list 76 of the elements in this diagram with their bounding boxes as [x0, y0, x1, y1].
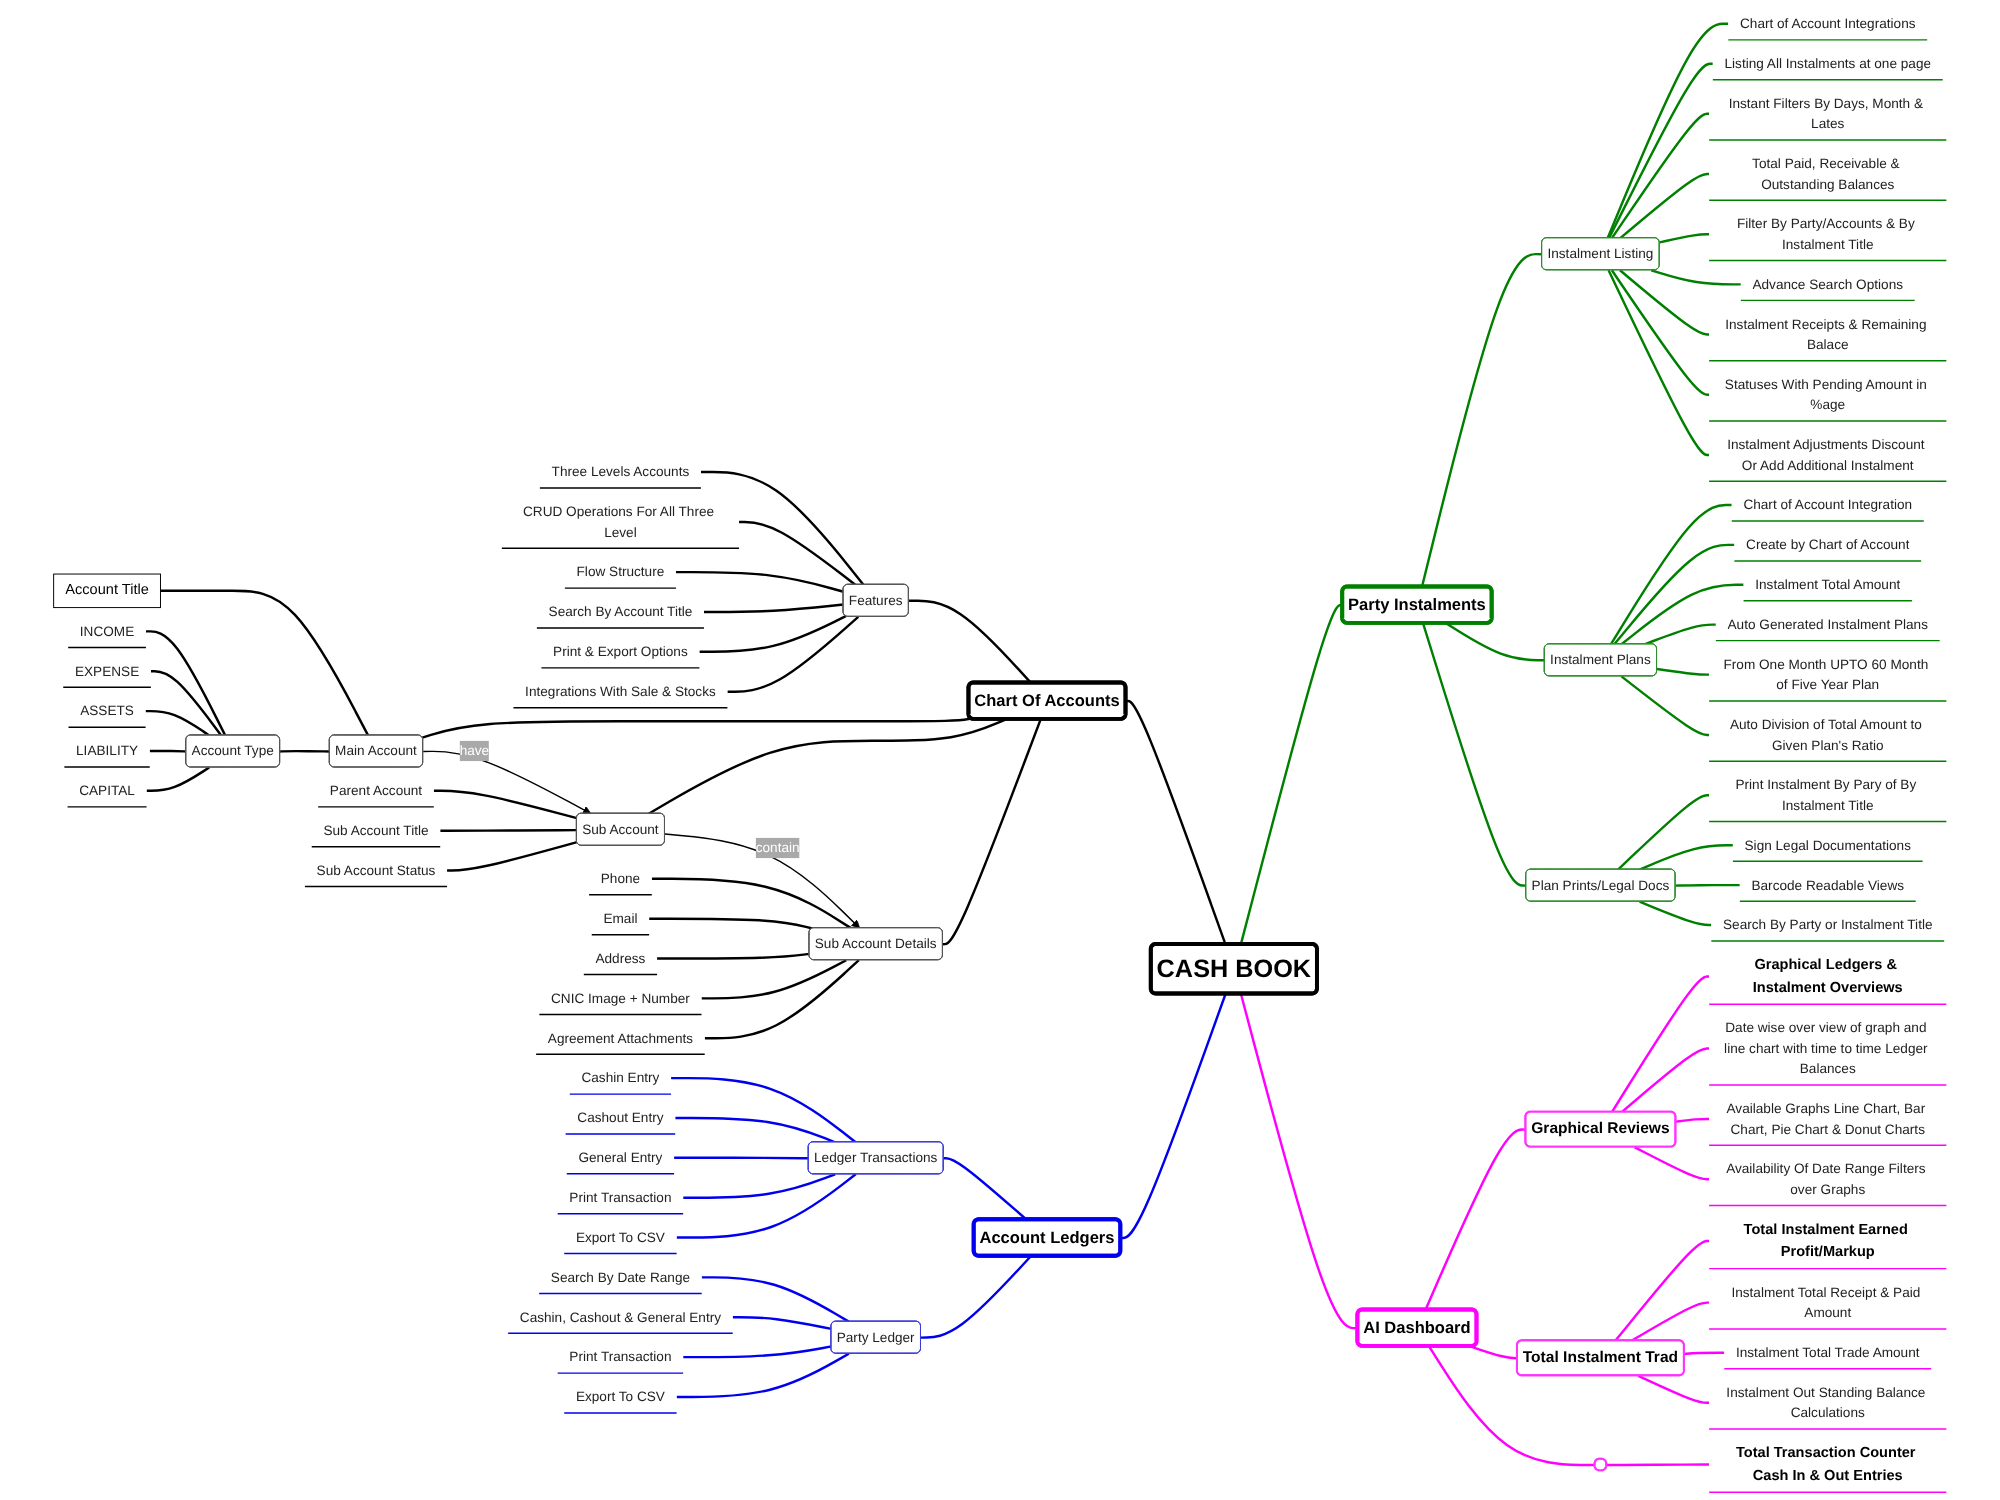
connector — [683, 1173, 836, 1199]
connector — [1606, 22, 1729, 239]
connector — [1610, 269, 1710, 396]
connector — [1120, 993, 1227, 1240]
connector — [1639, 900, 1712, 927]
connector — [146, 766, 210, 793]
connector — [1614, 1239, 1710, 1342]
connector — [699, 615, 847, 654]
connector — [1445, 622, 1545, 662]
connector — [433, 789, 578, 820]
connector — [1656, 667, 1710, 676]
connector — [1675, 1117, 1710, 1123]
connector — [703, 603, 844, 614]
connector — [1617, 794, 1710, 871]
connector — [908, 599, 1032, 684]
connector — [1609, 503, 1732, 645]
connector — [920, 1255, 1032, 1339]
connector — [1420, 252, 1543, 588]
connector — [1424, 1128, 1526, 1311]
connector — [683, 1345, 832, 1359]
connector — [704, 959, 860, 1040]
connector — [1421, 623, 1527, 887]
connector — [150, 670, 223, 737]
connector — [671, 1076, 857, 1144]
connector — [1610, 975, 1710, 1113]
connector — [440, 828, 577, 832]
connector — [701, 1276, 850, 1323]
connector — [1620, 1047, 1710, 1114]
connector — [1607, 269, 1710, 457]
connector — [1239, 993, 1358, 1330]
connector — [1637, 1374, 1710, 1404]
connector — [700, 470, 865, 586]
arrow — [422, 750, 592, 815]
connector — [657, 952, 810, 960]
connector — [701, 959, 847, 1000]
connector — [727, 615, 860, 693]
connector — [675, 570, 844, 593]
connector — [1650, 269, 1741, 286]
connector — [1610, 112, 1710, 239]
connector — [675, 1116, 836, 1144]
connector — [447, 840, 578, 872]
connector — [942, 718, 1042, 946]
connector — [149, 749, 187, 753]
connector — [674, 1156, 809, 1160]
connector — [651, 877, 852, 930]
connector — [1619, 269, 1710, 336]
connector — [1469, 1345, 1518, 1360]
connector — [732, 1316, 832, 1331]
connector — [1613, 543, 1735, 646]
connector — [280, 749, 330, 753]
connector — [649, 917, 813, 930]
connector — [1619, 172, 1710, 240]
connector — [1639, 844, 1733, 871]
connector — [1607, 62, 1713, 239]
connector — [1620, 583, 1744, 646]
connector — [422, 717, 972, 739]
connector — [1630, 1301, 1710, 1342]
connector — [145, 709, 210, 737]
connector — [739, 520, 856, 586]
connector — [1644, 623, 1716, 646]
connector — [1675, 883, 1740, 887]
connector — [160, 589, 370, 736]
connector — [676, 1352, 850, 1399]
connector — [1239, 603, 1343, 945]
connector — [1633, 1146, 1710, 1181]
arrow — [664, 833, 861, 929]
connector — [1684, 1351, 1725, 1356]
connector — [1620, 675, 1710, 737]
connector — [943, 1157, 1028, 1221]
connector — [1606, 1463, 1710, 1467]
connector — [676, 1173, 857, 1239]
connector — [1126, 699, 1227, 945]
connector — [648, 718, 1007, 815]
connector — [1428, 1345, 1596, 1467]
connector — [145, 630, 227, 736]
connector — [1659, 233, 1710, 244]
